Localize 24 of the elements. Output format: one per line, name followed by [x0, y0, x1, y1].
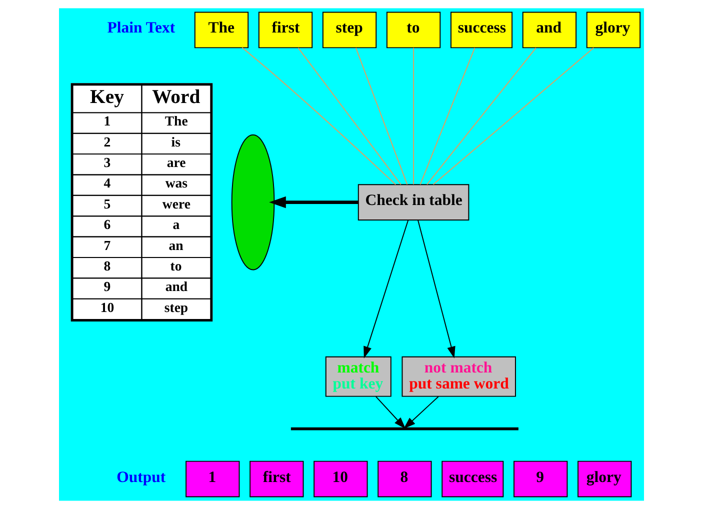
label: 6 [104, 217, 111, 232]
label: The [164, 114, 188, 129]
label: were [162, 196, 190, 212]
label: to [170, 258, 182, 274]
label: 1 [104, 114, 111, 129]
label: is [171, 134, 180, 150]
label: step [164, 300, 188, 315]
label: 9 [104, 279, 111, 294]
label: 8 [104, 258, 111, 274]
label: Word [152, 86, 200, 108]
label: Output [116, 468, 166, 486]
label: an [168, 238, 184, 253]
label: 7 [104, 238, 111, 253]
label: are [166, 155, 186, 170]
label: 2 [104, 134, 111, 150]
label: Key [90, 86, 124, 108]
label: a [172, 217, 180, 232]
label: and [165, 279, 188, 294]
label: 10 [100, 300, 114, 315]
label: 4 [104, 176, 111, 191]
label: 5 [104, 196, 111, 212]
label: 3 [104, 155, 111, 170]
label: Plain Text [107, 20, 176, 37]
label: was [165, 176, 188, 191]
